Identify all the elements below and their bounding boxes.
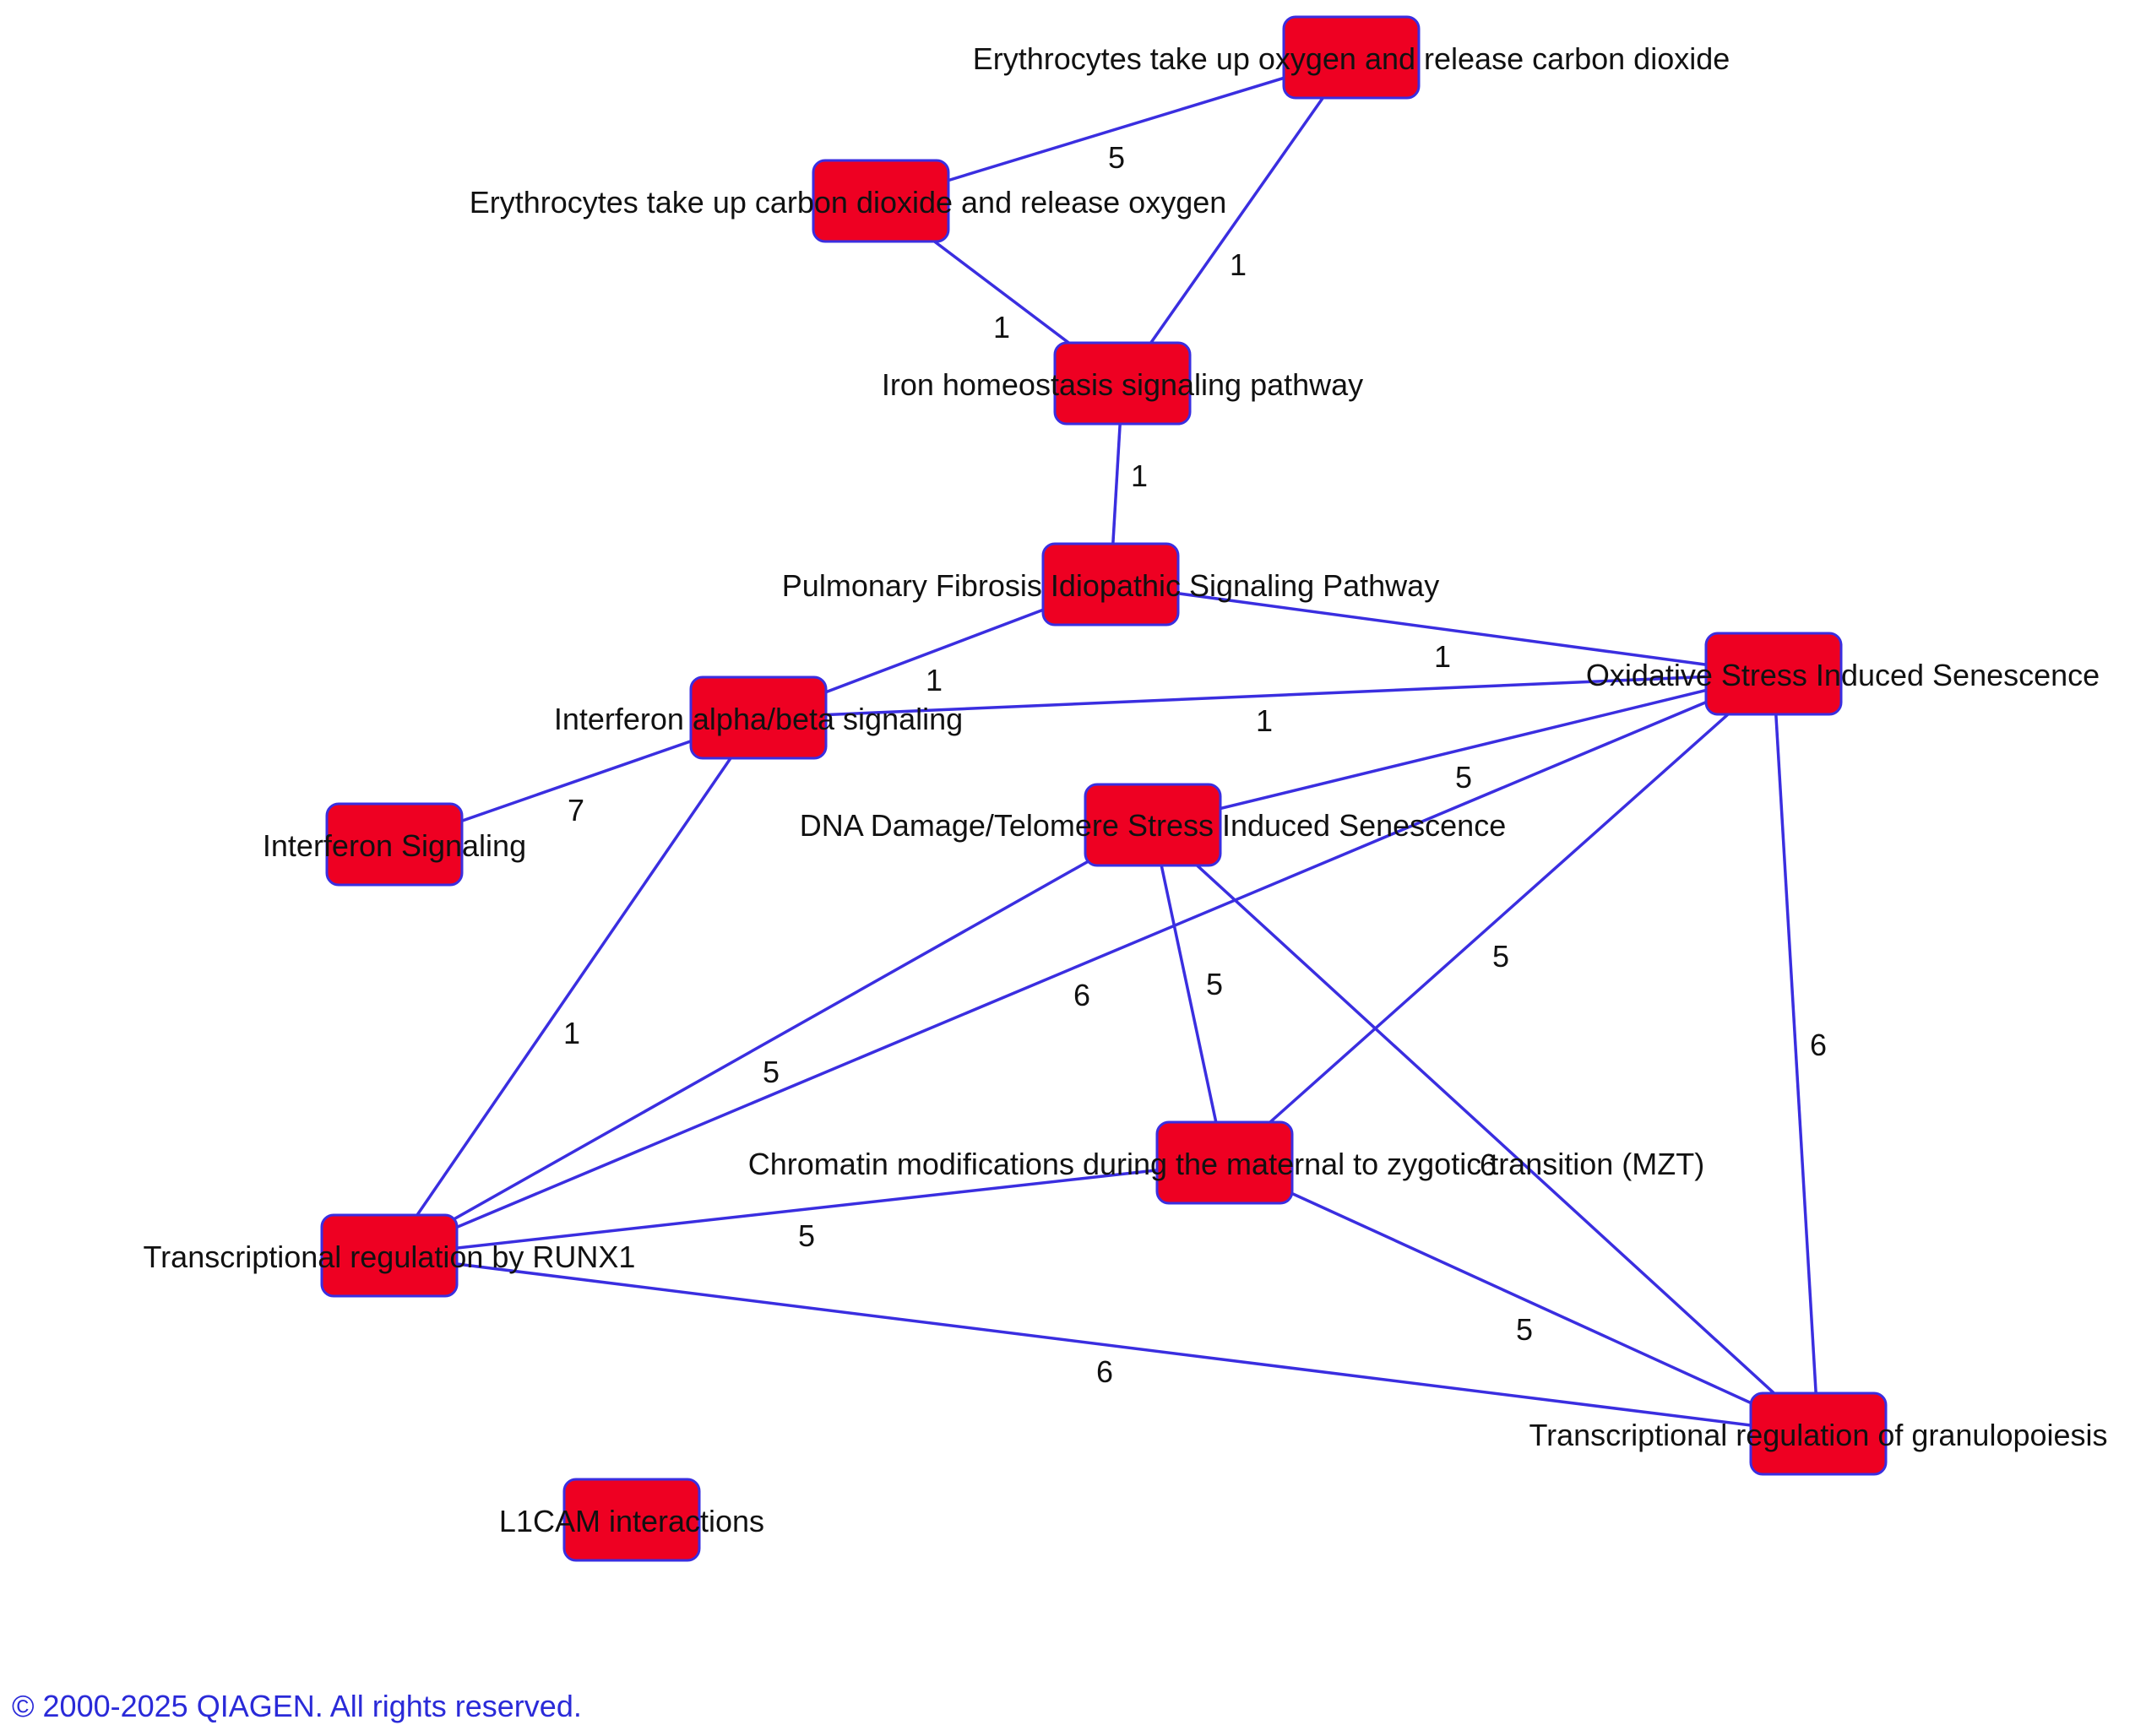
edge-label-dna_damage-chromatin: 5 — [1206, 967, 1223, 1001]
edge-label-runx1-granulo: 6 — [1096, 1354, 1113, 1389]
node-box-runx1[interactable] — [320, 1213, 459, 1298]
edge-label-ifn_ab-runx1: 1 — [563, 1016, 580, 1050]
edges-layer — [388, 56, 1820, 1435]
edge-oxidative-chromatin — [1223, 672, 1775, 1164]
edge-label-pulmonary-oxidative: 1 — [1434, 639, 1451, 674]
edge-dna_damage-granulo — [1151, 823, 1820, 1435]
node-box-pulmonary[interactable] — [1041, 542, 1180, 627]
edge-label-chromatin-granulo: 5 — [1516, 1312, 1533, 1347]
node-label-chromatin: Chromatin modifications during the mater… — [748, 1147, 1704, 1181]
edge-chromatin-granulo — [1224, 1161, 1819, 1435]
node-ery_o2[interactable] — [1282, 15, 1421, 100]
node-granulo[interactable] — [1749, 1392, 1888, 1476]
node-label-l1cam: L1CAM interactions — [499, 1504, 764, 1538]
edge-label-dna_damage-granulo: 6 — [1480, 1147, 1497, 1182]
edge-label-oxidative-granulo: 6 — [1810, 1028, 1827, 1062]
node-box-ery_o2[interactable] — [1282, 15, 1421, 100]
edge-label-oxidative-chromatin: 5 — [1492, 939, 1509, 974]
edge-runx1-granulo — [388, 1254, 1819, 1435]
node-label-ifn_sig: Interferon Signaling — [263, 828, 526, 863]
node-box-ery_co2[interactable] — [812, 159, 950, 243]
node-ifn_ab[interactable] — [689, 675, 828, 760]
node-label-dna_damage: DNA Damage/Telomere Stress Induced Senes… — [800, 808, 1506, 843]
node-runx1[interactable] — [320, 1213, 459, 1298]
node-oxidative[interactable] — [1704, 632, 1843, 716]
edge-label-chromatin-runx1: 5 — [798, 1218, 815, 1253]
edge-label-ery_co2-iron: 1 — [993, 310, 1010, 344]
edge-label-oxidative-dna_damage: 5 — [1455, 760, 1472, 795]
edge-label-oxidative-runx1: 6 — [1073, 978, 1090, 1012]
node-box-iron[interactable] — [1053, 341, 1192, 426]
node-box-dna_damage[interactable] — [1084, 783, 1222, 867]
node-chromatin[interactable] — [1155, 1120, 1294, 1205]
edge-oxidative-granulo — [1772, 673, 1820, 1435]
edge-label-ery_o2-ery_co2: 5 — [1108, 140, 1125, 175]
edge-ifn_ab-runx1 — [388, 717, 760, 1256]
node-pulmonary[interactable] — [1041, 542, 1180, 627]
node-box-granulo[interactable] — [1749, 1392, 1888, 1476]
edge-label-ifn_ab-oxidative: 1 — [1256, 703, 1273, 738]
edge-oxidative-runx1 — [388, 672, 1774, 1257]
edge-ery_o2-iron — [1121, 56, 1353, 385]
edge-label-ery_o2-iron: 1 — [1230, 247, 1247, 282]
edge-label-ifn_ab-ifn_sig: 7 — [568, 793, 584, 827]
node-label-runx1: Transcriptional regulation by RUNX1 — [144, 1240, 636, 1274]
node-box-ifn_sig[interactable] — [325, 802, 464, 887]
edge-label-dna_damage-runx1: 5 — [763, 1055, 780, 1089]
edge-chromatin-runx1 — [388, 1161, 1225, 1257]
node-box-ifn_ab[interactable] — [689, 675, 828, 760]
node-ery_co2[interactable] — [812, 159, 950, 243]
node-box-l1cam[interactable] — [562, 1478, 701, 1562]
node-box-chromatin[interactable] — [1155, 1120, 1294, 1205]
node-dna_damage[interactable] — [1084, 783, 1222, 867]
nodes-layer — [320, 15, 1888, 1562]
edge-dna_damage-runx1 — [388, 823, 1154, 1257]
edge-ery_o2-ery_co2 — [880, 56, 1352, 203]
edge-pulmonary-oxidative — [1110, 583, 1774, 675]
edge-label-iron-pulmonary: 1 — [1131, 458, 1148, 493]
edge-dna_damage-chromatin — [1151, 824, 1226, 1164]
node-ifn_sig[interactable] — [325, 802, 464, 887]
node-iron[interactable] — [1053, 341, 1192, 426]
node-label-iron: Iron homeostasis signaling pathway — [882, 367, 1363, 402]
edge-ifn_ab-oxidative — [758, 672, 1774, 719]
node-box-oxidative[interactable] — [1704, 632, 1843, 716]
node-label-granulo: Transcriptional regulation of granulopoi… — [1529, 1418, 2107, 1452]
node-label-ery_o2: Erythrocytes take up oxygen and release … — [973, 41, 1730, 76]
node-label-oxidative: Oxidative Stress Induced Senescence — [1586, 658, 2100, 692]
node-label-ifn_ab: Interferon alpha/beta signaling — [554, 702, 963, 736]
node-label-pulmonary: Pulmonary Fibrosis Idiopathic Signaling … — [782, 568, 1439, 603]
edge-label-pulmonary-ifn_ab: 1 — [926, 663, 943, 697]
edge-oxidative-dna_damage — [1152, 672, 1774, 827]
node-l1cam[interactable] — [562, 1478, 701, 1562]
copyright-notice: © 2000-2025 QIAGEN. All rights reserved. — [12, 1689, 582, 1723]
node-label-ery_co2: Erythrocytes take up carbon dioxide and … — [470, 185, 1227, 220]
labels-layer: 5 1 1 1 1 1 1 7 1 5 6 5 6 5 5 6 5 5 6 Erythrocytes take up … — [144, 41, 2108, 1538]
